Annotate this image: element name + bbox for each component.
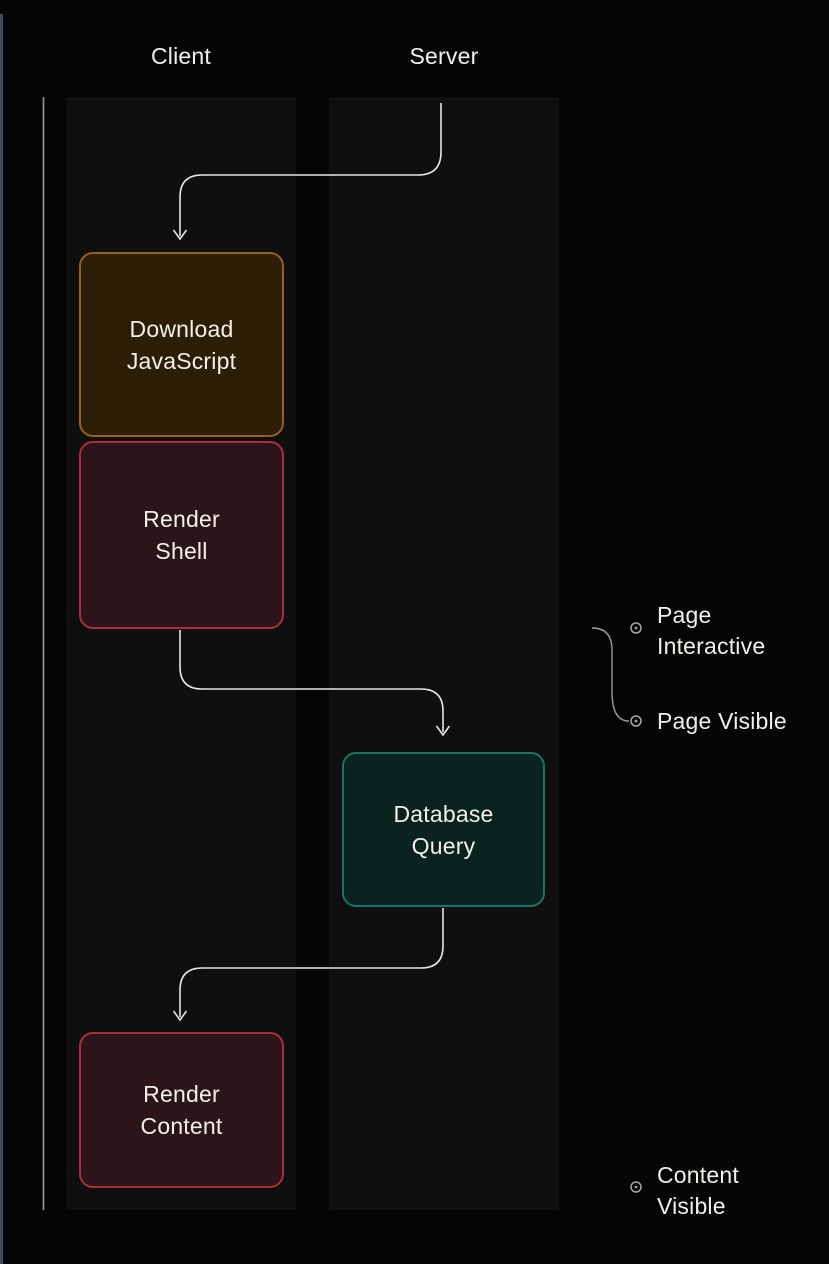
client-lane-header: Client <box>150 43 211 69</box>
content-visible-marker-icon <box>630 1181 642 1193</box>
server-lane-header: Server <box>409 43 479 69</box>
node-render-content: Render Content <box>79 1032 284 1188</box>
node-render-shell: Render Shell <box>79 441 284 629</box>
page-interactive-marker-icon <box>630 622 642 634</box>
left-edge-strip <box>0 14 3 1264</box>
arrow-shell-to-query-head-icon <box>435 725 451 737</box>
arrow-query-to-content-head-icon <box>172 1010 188 1022</box>
server-lane <box>329 97 559 1210</box>
arrow-query-to-content <box>179 908 444 1017</box>
page-visible-marker-icon <box>630 715 642 727</box>
milestone-content-visible-label: Content Visible <box>657 1162 739 1219</box>
page-visible-branch-line <box>591 627 630 722</box>
milestone-page-visible-label: Page Visible <box>657 708 787 734</box>
milestone-page-interactive-label: Page Interactive <box>657 602 766 659</box>
node-database-query-label: Database Query <box>393 800 494 859</box>
node-render-shell-label: Render Shell <box>143 506 220 564</box>
arrow-shell-to-query <box>179 630 444 732</box>
node-download-javascript: Download JavaScript <box>79 252 284 437</box>
arrow-server-to-download <box>179 103 442 236</box>
node-database-query: Database Query <box>342 752 545 907</box>
arrow-server-to-download-head-icon <box>172 229 188 241</box>
node-download-javascript-label: Download JavaScript <box>126 315 237 374</box>
node-render-content-label: Render Content <box>140 1081 223 1139</box>
